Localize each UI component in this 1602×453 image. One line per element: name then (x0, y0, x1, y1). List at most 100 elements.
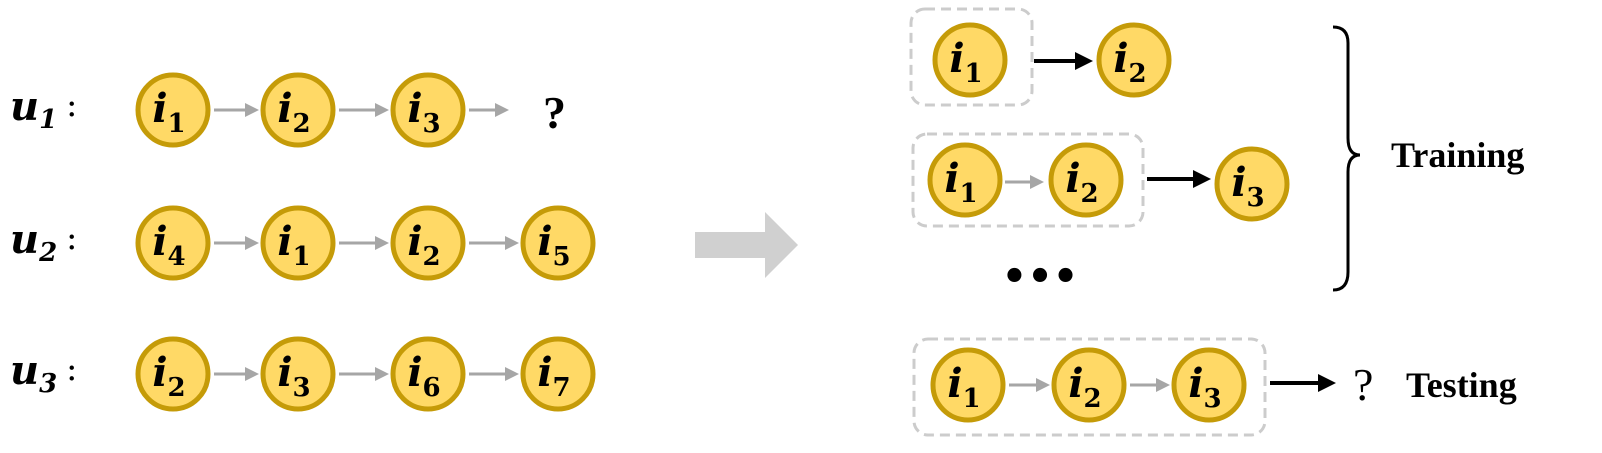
item-letter: i (407, 218, 422, 265)
item-node: i2 (260, 72, 336, 148)
item-letter: i (1068, 360, 1083, 407)
item-letter: i (152, 218, 167, 265)
item-node-circle (932, 22, 1008, 98)
item-node: i2 (1048, 142, 1124, 218)
item-node-circle (135, 72, 211, 148)
item-index: 7 (553, 373, 571, 403)
item-node-circle (260, 336, 336, 412)
item-label: i2 (1068, 360, 1101, 414)
item-node: i6 (390, 336, 466, 412)
item-label: i1 (949, 35, 982, 89)
sequence-arrow (214, 236, 259, 250)
sequence-arrow (214, 367, 259, 381)
more-examples-ellipsis: ••• (1002, 254, 1079, 300)
item-node-circle (1171, 347, 1247, 423)
item-letter: i (277, 218, 292, 265)
item-node: i4 (135, 205, 211, 281)
item-letter: i (949, 35, 964, 82)
item-index: 3 (293, 373, 311, 403)
item-index: 2 (293, 109, 311, 139)
user-sequence-row: u3: (10, 347, 77, 399)
item-node: i2 (390, 205, 466, 281)
item-index: 2 (423, 242, 441, 272)
item-index: 1 (168, 109, 186, 139)
item-letter: i (537, 349, 552, 396)
training-brace (1332, 25, 1361, 292)
item-index: 2 (168, 373, 186, 403)
sequence-arrow (214, 103, 259, 117)
item-node: i3 (1214, 146, 1290, 222)
item-index: 2 (1084, 384, 1102, 414)
item-letter: i (277, 349, 292, 396)
item-index: 1 (963, 384, 981, 414)
sequence-arrow (1005, 175, 1044, 189)
item-letter: i (152, 349, 167, 396)
item-letter: i (152, 85, 167, 132)
item-label: i6 (407, 349, 440, 403)
sequence-arrow (339, 103, 389, 117)
item-node: i5 (520, 205, 596, 281)
item-node-circle (1096, 22, 1172, 98)
item-node-circle (390, 205, 466, 281)
item-node-circle (930, 347, 1006, 423)
item-node-circle (1214, 146, 1290, 222)
training-label: Training (1391, 135, 1524, 175)
item-label: i1 (944, 155, 977, 209)
item-index: 1 (960, 179, 978, 209)
item-node: i2 (1096, 22, 1172, 98)
user-sequence-row: u2: (10, 216, 77, 268)
item-node-circle (520, 336, 596, 412)
user-label: u3 (10, 347, 57, 399)
item-index: 3 (1204, 384, 1222, 414)
sequence-arrow (469, 367, 519, 381)
item-letter: i (947, 360, 962, 407)
item-node-circle (390, 72, 466, 148)
user-colon: : (66, 218, 77, 258)
item-index: 6 (423, 373, 441, 403)
item-label: i1 (277, 218, 310, 272)
user-colon: : (66, 85, 77, 125)
item-label: i3 (1231, 159, 1264, 213)
unknown-next-item: ? (543, 87, 566, 138)
item-node-circle (520, 205, 596, 281)
prediction-arrow (1147, 170, 1211, 188)
item-index: 2 (1081, 179, 1099, 209)
item-node: i1 (932, 22, 1008, 98)
item-letter: i (1188, 360, 1203, 407)
item-node: i2 (135, 336, 211, 412)
item-letter: i (277, 85, 292, 132)
training-input-box (909, 7, 1034, 107)
sequence-arrow (339, 236, 389, 250)
item-node: i7 (520, 336, 596, 412)
item-index: 1 (965, 59, 983, 89)
item-index: 5 (553, 242, 571, 272)
user-label: u2 (10, 216, 57, 268)
item-index: 3 (1247, 183, 1265, 213)
item-label: i3 (277, 349, 310, 403)
item-node: i3 (390, 72, 466, 148)
item-node: i3 (1171, 347, 1247, 423)
item-label: i7 (537, 349, 570, 403)
prediction-arrow (1270, 374, 1336, 392)
item-node-circle (135, 205, 211, 281)
prediction-arrow (1034, 52, 1093, 70)
item-letter: i (944, 155, 959, 202)
item-node-circle (260, 205, 336, 281)
transform-arrow (695, 212, 798, 278)
testing-input-box (912, 337, 1267, 437)
test-unknown-next-item: ? (1353, 359, 1373, 410)
item-node: i1 (930, 347, 1006, 423)
item-node-circle (1051, 347, 1127, 423)
item-letter: i (1065, 155, 1080, 202)
item-node: i1 (927, 142, 1003, 218)
item-node: i1 (135, 72, 211, 148)
sequence-arrow (469, 103, 509, 117)
item-letter: i (407, 85, 422, 132)
item-label: i2 (407, 218, 440, 272)
item-label: i4 (152, 218, 185, 272)
item-node: i2 (1051, 347, 1127, 423)
item-letter: i (1231, 159, 1246, 206)
item-node: i3 (260, 336, 336, 412)
item-index: 4 (168, 242, 186, 272)
